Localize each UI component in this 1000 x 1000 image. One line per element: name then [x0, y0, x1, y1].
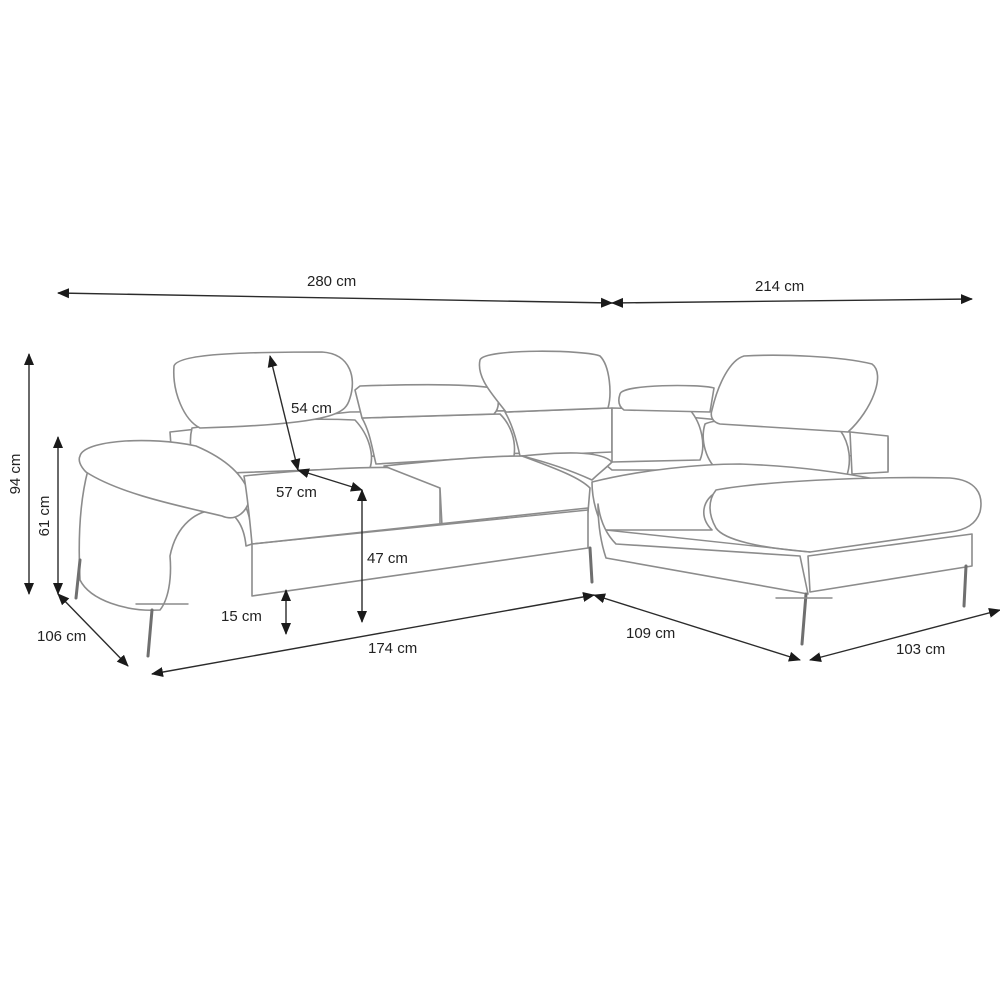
- back-cushion-right: [611, 407, 704, 463]
- label-chaise-width: 103 cm: [896, 641, 945, 658]
- leg-back-left: [74, 558, 82, 600]
- dim-line-seat-depth: [297, 468, 363, 492]
- left-armrest-top: [78, 439, 251, 519]
- headrest-middle: [478, 350, 611, 413]
- headrest-left-second: [354, 383, 500, 419]
- headrest-right-small: [618, 384, 715, 413]
- label-overall-height: 94 cm: [7, 454, 24, 495]
- leg-front-middle: [588, 546, 594, 584]
- label-leg-height: 15 cm: [221, 608, 262, 625]
- dim-line-front-length: [151, 592, 595, 677]
- label-seat-depth: 57 cm: [276, 484, 317, 501]
- dim-line-total-width-left: [57, 288, 613, 308]
- chaise-base-end: [807, 533, 973, 593]
- dimension-lines: [24, 288, 1000, 677]
- seam-chaise-line: [605, 529, 811, 553]
- label-total-width-right: 214 cm: [755, 278, 804, 295]
- label-headrest-height: 54 cm: [291, 400, 332, 417]
- dim-line-chaise-width: [809, 607, 1000, 663]
- leg-chaise-front: [800, 592, 808, 646]
- back-cushion-corner: [504, 407, 613, 457]
- seam-front-line: [251, 509, 589, 545]
- sofa-drawing: [74, 350, 982, 658]
- label-depth: 106 cm: [37, 628, 86, 645]
- chaise-end-cushion: [709, 476, 982, 553]
- leg-front-left: [146, 608, 154, 658]
- right-end-frame: [849, 431, 889, 475]
- chaise-base-front: [597, 503, 809, 595]
- label-front-length: 174 cm: [368, 640, 417, 657]
- label-seat-height: 47 cm: [367, 550, 408, 567]
- dim-line-headrest: [267, 355, 301, 471]
- sofa-base-front: [251, 507, 589, 597]
- headrest-left: [173, 351, 354, 429]
- dimension-labels: 280 cm 214 cm 54 cm 57 cm 47 cm 15 cm 17…: [7, 273, 945, 658]
- label-chaise-length: 109 cm: [626, 625, 675, 642]
- label-back-height: 61 cm: [36, 496, 53, 537]
- dim-line-depth: [57, 593, 129, 667]
- dim-line-total-width-right: [611, 294, 973, 308]
- headrest-right: [710, 354, 879, 433]
- dim-line-chaise-length: [593, 593, 801, 662]
- seat-cushion-corner: [521, 452, 613, 481]
- label-total-width-left: 280 cm: [307, 273, 356, 290]
- leg-chaise-back: [962, 564, 968, 608]
